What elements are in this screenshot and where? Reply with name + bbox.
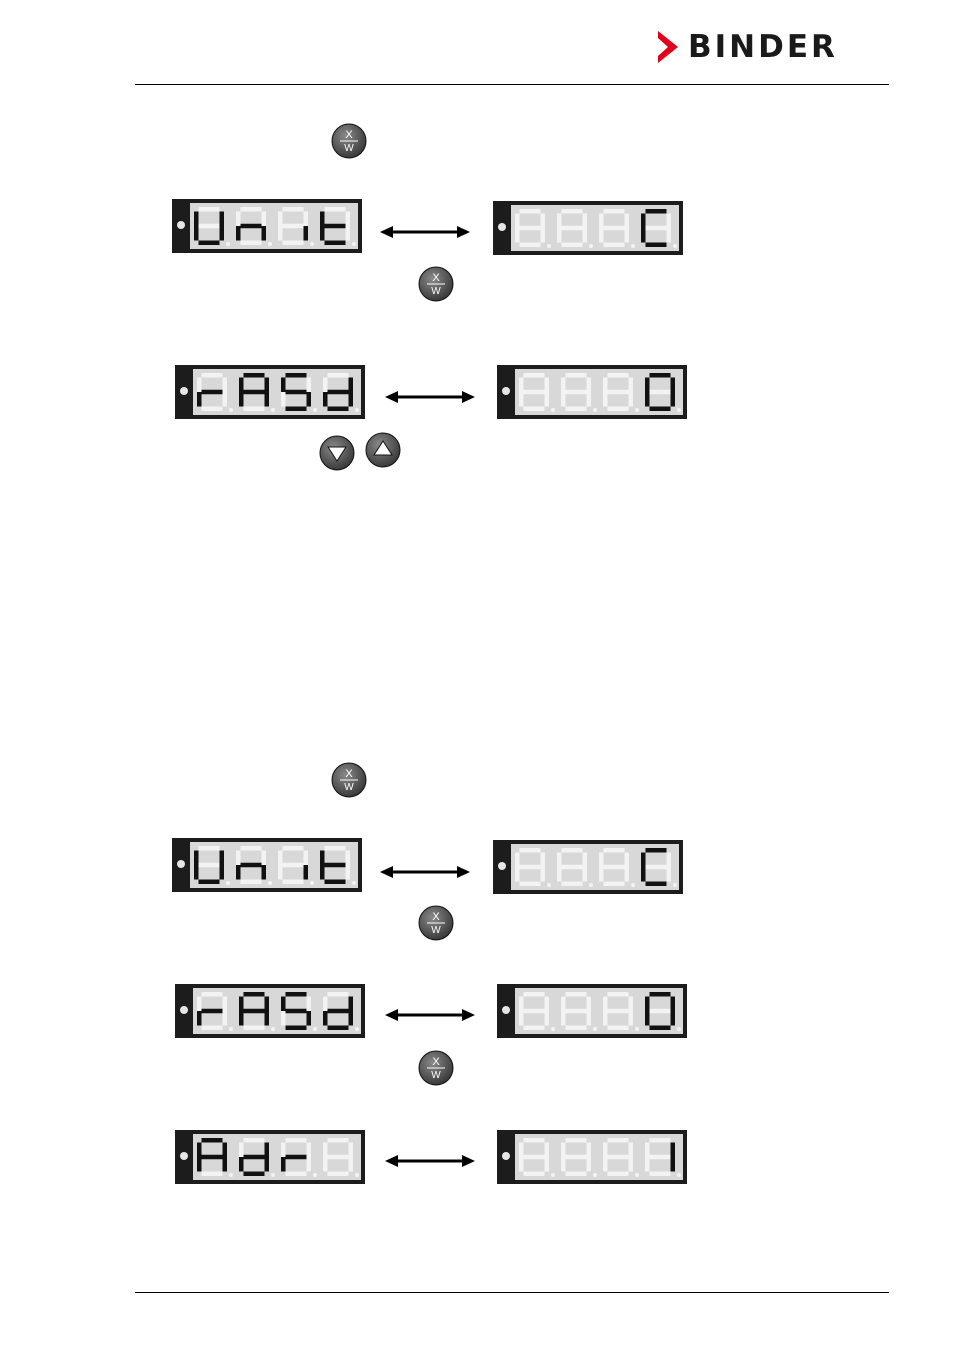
segment-digit-off [561, 373, 597, 412]
xw-key-label-top: X [432, 911, 440, 923]
segment-digit [641, 209, 677, 248]
segment-digit [236, 846, 272, 885]
double-arrow-icon [380, 224, 470, 240]
param-display [175, 984, 365, 1038]
double-arrow-icon [385, 1153, 475, 1169]
segment-digit-off [603, 373, 639, 412]
value-display [493, 201, 683, 255]
xw-key-label-top: X [432, 272, 440, 284]
segment-digit [194, 846, 230, 885]
segment-digit [194, 207, 230, 246]
value-display [497, 365, 687, 419]
segment-digit [197, 1138, 233, 1177]
segment-digit-off [561, 1138, 597, 1177]
up-arrow-key-icon [365, 432, 401, 468]
segment-digit [239, 992, 275, 1031]
xw-key-label-top: X [345, 129, 353, 141]
value-display [493, 840, 683, 894]
segment-digit-off [557, 209, 593, 248]
segment-digit [197, 992, 233, 1031]
segment-digit [281, 992, 317, 1031]
brand-name: BINDER [688, 29, 838, 65]
segment-digit [236, 207, 272, 246]
down-arrow-key-icon [319, 435, 355, 471]
segment-digit-off [519, 1138, 555, 1177]
segment-digit [320, 207, 356, 246]
segment-digit [320, 846, 356, 885]
segment-digit [645, 992, 681, 1031]
param-display [172, 199, 362, 253]
segment-digit-off [603, 992, 639, 1031]
segment-digit [645, 373, 681, 412]
xw-key-label-bottom: W [344, 143, 354, 154]
header-rule [135, 84, 889, 85]
segment-digit-off [599, 209, 635, 248]
param-display [175, 365, 365, 419]
xw-key-label-bottom: W [344, 782, 354, 793]
segment-digit [278, 207, 314, 246]
segment-digit-off [599, 848, 635, 887]
segment-digit-off [323, 1138, 359, 1177]
segment-digit-off [515, 209, 551, 248]
segment-digit [323, 373, 359, 412]
segment-digit-off [519, 992, 555, 1031]
segment-digit-off [519, 373, 555, 412]
segment-digit [281, 1138, 317, 1177]
xw-key-label-bottom: W [431, 1070, 441, 1081]
xw-key-label-bottom: W [431, 925, 441, 936]
segment-digit [645, 1138, 681, 1177]
double-arrow-icon [380, 864, 470, 880]
xw-key-label-bottom: W [431, 286, 441, 297]
xw-key-label-top: X [432, 1056, 440, 1068]
binder-logo: BINDER [656, 30, 838, 64]
binder-logo-icon [658, 31, 678, 63]
double-arrow-icon [385, 1007, 475, 1023]
footer-rule [135, 1292, 889, 1293]
segment-digit [323, 992, 359, 1031]
segment-digit [239, 373, 275, 412]
segment-digit-off [561, 992, 597, 1031]
segment-digit-off [557, 848, 593, 887]
xw-key-label-top: X [345, 768, 353, 780]
segment-digit-off [515, 848, 551, 887]
value-display [497, 1130, 687, 1184]
segment-digit-off [603, 1138, 639, 1177]
segment-digit [641, 848, 677, 887]
segment-digit [281, 373, 317, 412]
value-display [497, 984, 687, 1038]
segment-digit [197, 373, 233, 412]
double-arrow-icon [385, 389, 475, 405]
param-display [175, 1130, 365, 1184]
param-display [172, 838, 362, 892]
segment-digit [239, 1138, 275, 1177]
segment-digit [278, 846, 314, 885]
